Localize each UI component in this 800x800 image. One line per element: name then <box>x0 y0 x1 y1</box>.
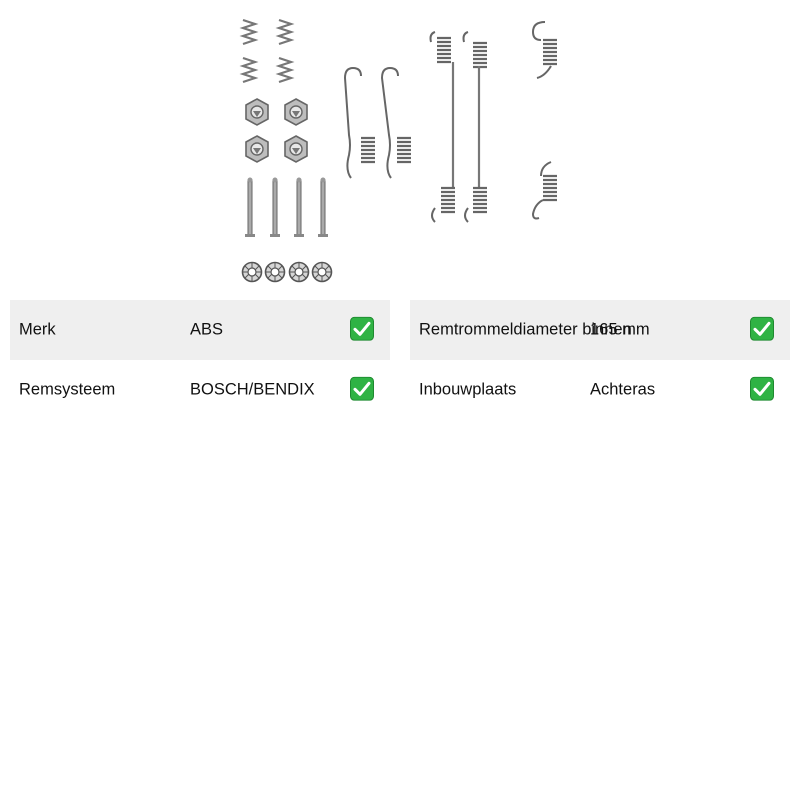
spring-cup-icon <box>284 98 308 126</box>
spring-cup-icon <box>245 135 269 163</box>
check-mark-icon <box>750 376 774 401</box>
hold-down-pin-icon <box>244 177 256 238</box>
return-spring-icon <box>462 31 489 223</box>
short-spring-icon <box>531 161 559 220</box>
spec-table-left: Merk ABS Remsysteem BOSCH/BENDIX <box>10 300 390 420</box>
spec-value: BOSCH/BENDIX <box>190 380 315 399</box>
small-spring-icon <box>277 18 293 46</box>
spec-table-right: Remtrommeldiameter binnen 165 mm Inbouwp… <box>410 300 790 420</box>
check-mark-icon <box>750 316 774 341</box>
short-spring-icon <box>531 21 559 79</box>
spring-cup-icon <box>284 135 308 163</box>
spec-row-remtrommeldiameter: Remtrommeldiameter binnen 165 mm <box>410 300 790 360</box>
spec-label: Merk <box>19 320 56 339</box>
hook-spring-icon <box>380 67 413 179</box>
hold-down-pin-icon <box>317 177 329 238</box>
spec-row-remsysteem: Remsysteem BOSCH/BENDIX <box>10 360 390 420</box>
spec-label: Remsysteem <box>19 380 116 399</box>
hold-down-pin-icon <box>293 177 305 238</box>
check-mark-icon <box>350 376 374 401</box>
spec-label: Remtrommeldiameter binnen <box>419 320 632 339</box>
small-spring-icon <box>241 18 257 46</box>
spec-value: ABS <box>190 320 224 339</box>
small-spring-icon <box>241 56 257 84</box>
lock-washer-icon <box>264 261 286 283</box>
return-spring-icon <box>429 31 457 223</box>
check-mark-icon <box>350 316 374 341</box>
small-spring-icon <box>277 56 293 84</box>
hold-down-pin-icon <box>269 177 281 238</box>
spec-row-inbouwplaats: Inbouwplaats Achteras <box>410 360 790 420</box>
hook-spring-icon <box>343 67 377 179</box>
spec-value: Achteras <box>590 380 656 399</box>
lock-washer-icon <box>241 261 263 283</box>
spec-label: Inbouwplaats <box>419 380 517 399</box>
product-image <box>241 18 559 283</box>
spec-value: 165 mm <box>590 320 650 339</box>
lock-washer-icon <box>288 261 310 283</box>
lock-washer-icon <box>311 261 333 283</box>
spec-row-merk: Merk ABS <box>10 300 390 360</box>
spring-cup-icon <box>245 98 269 126</box>
